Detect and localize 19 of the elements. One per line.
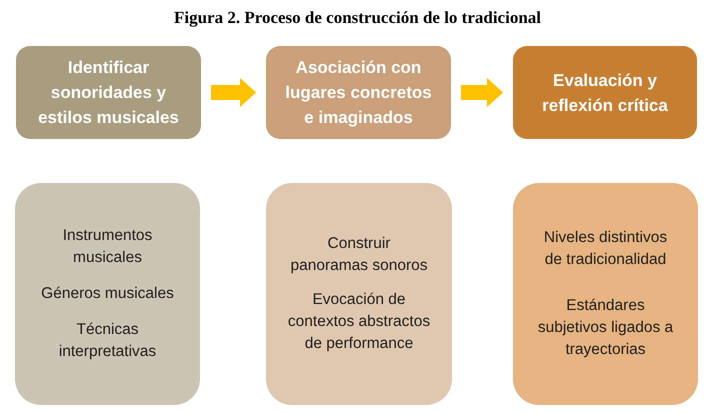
detail-text: Niveles distintivos de tradicionalidad bbox=[542, 228, 668, 270]
figure-title: Figura 2. Proceso de construcción de lo tradicional bbox=[174, 8, 542, 28]
block-arrow bbox=[461, 78, 503, 107]
detail-text: Estándares subjetivos ligados a trayectorias bbox=[536, 296, 674, 360]
detail-text: Evocación de contextos abstractos de performance bbox=[288, 290, 430, 354]
process-step-box bbox=[513, 46, 697, 139]
step-title: Evaluación y reflexión crítica bbox=[541, 70, 669, 116]
process-step-box bbox=[16, 46, 201, 139]
step-title: Asociación con lugares concretos e imaginados bbox=[284, 57, 433, 129]
detail-panel bbox=[15, 183, 200, 405]
detail-text: Construir panoramas sonoros bbox=[290, 234, 428, 276]
process-step-box bbox=[266, 46, 451, 139]
step-title: Identificar sonoridades y estilos musicales bbox=[37, 57, 180, 129]
detail-text: Instrumentos musicales bbox=[62, 226, 154, 268]
detail-text: Géneros musicales bbox=[41, 284, 174, 304]
detail-panel bbox=[266, 183, 452, 405]
detail-text: Técnicas interpretativas bbox=[58, 320, 158, 362]
block-arrow bbox=[211, 78, 256, 107]
detail-panel bbox=[513, 183, 698, 405]
